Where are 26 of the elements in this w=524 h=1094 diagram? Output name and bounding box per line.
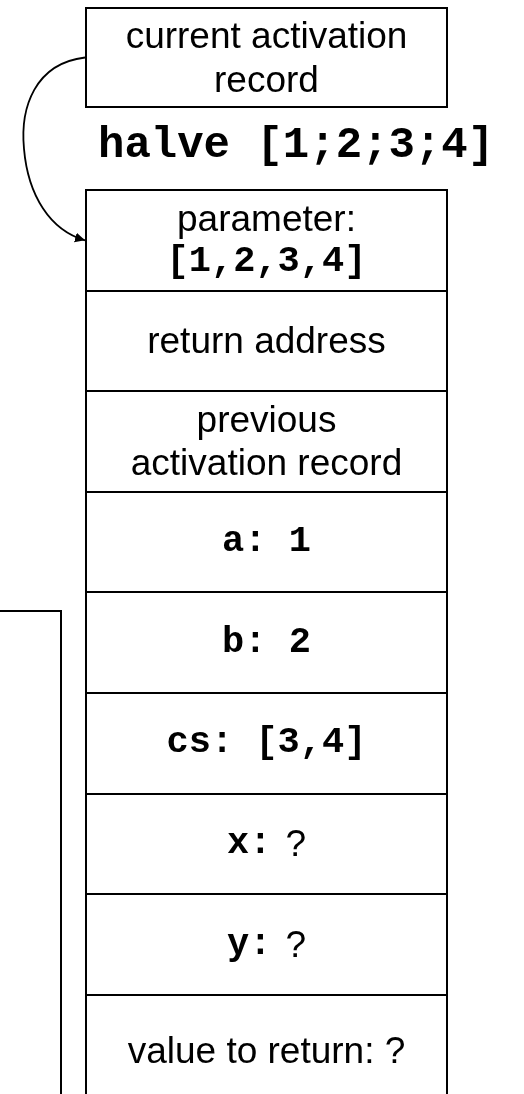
record-box — [85, 7, 448, 108]
code-text: cs: [3,4] — [166, 721, 367, 766]
stack-slot-box — [85, 189, 448, 292]
curved-arrow — [22, 56, 86, 242]
stack-slot-box — [85, 993, 448, 1094]
stack-slot-box — [85, 289, 448, 393]
slot-label: value to return: ? — [127, 1029, 406, 1074]
code-text: x: — [227, 822, 272, 866]
stack-slot-box — [85, 792, 448, 896]
stack-slot-box — [85, 591, 448, 694]
stack-slot-box — [85, 893, 448, 996]
slot-label: previous activation record — [129, 397, 404, 486]
code-text: y: — [227, 922, 272, 967]
slot-label: return address — [147, 319, 386, 363]
stack-slot-box — [85, 490, 448, 594]
slot-label: ? — [285, 922, 306, 967]
code-text: a: 1 — [222, 520, 311, 564]
stack-slot-box — [85, 390, 448, 493]
partial-box — [0, 610, 62, 1094]
slot-label: parameter: — [177, 196, 356, 241]
slot-label: current activation record — [124, 13, 409, 102]
slot-label: ? — [285, 822, 306, 866]
code-text: b: 2 — [222, 620, 311, 665]
code-text: [1,2,3,4] — [166, 240, 367, 284]
function-call-label: halve [1;2;3;4] — [98, 120, 495, 170]
stack-slot-box — [85, 692, 448, 795]
